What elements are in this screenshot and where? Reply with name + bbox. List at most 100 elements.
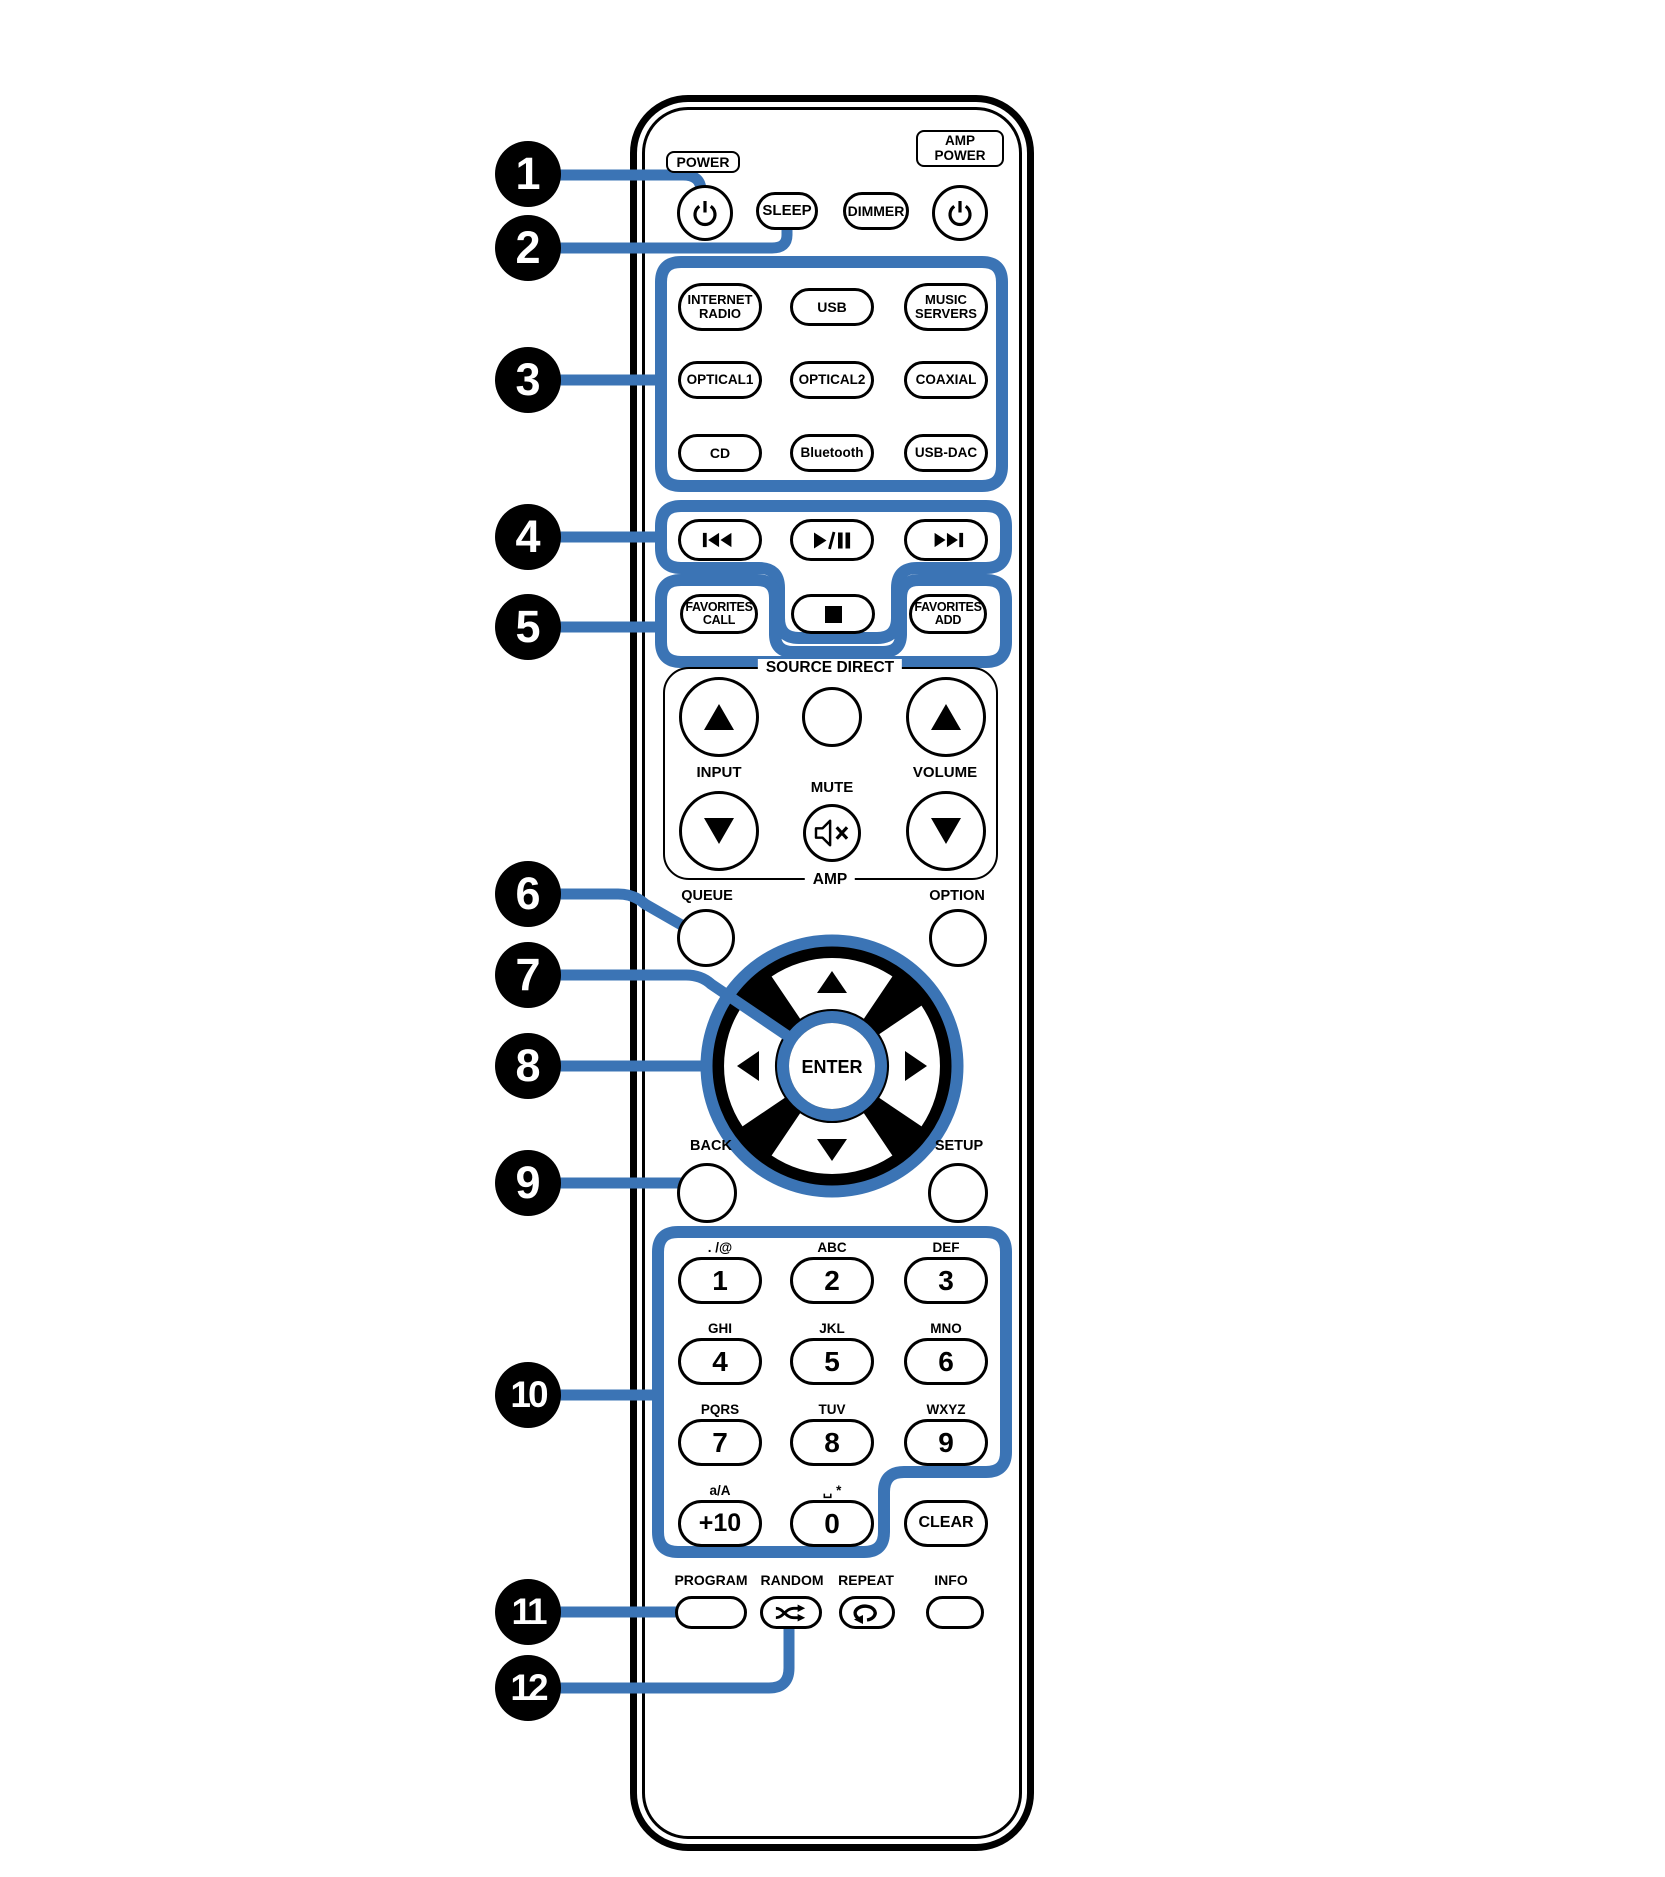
play-pause-icon [814, 531, 851, 549]
skip-forward-button[interactable] [904, 519, 988, 561]
source-cd-button[interactable]: CD [678, 434, 762, 472]
source-direct-button[interactable] [802, 687, 862, 747]
callout-11: 11 [495, 1579, 561, 1645]
callout-line-12 [558, 1626, 795, 1694]
queue-button[interactable] [677, 909, 735, 967]
mute-button[interactable] [803, 804, 861, 862]
key-5-button[interactable]: 5 [790, 1338, 874, 1385]
callout-lines [558, 169, 795, 1694]
power-icon [693, 201, 717, 227]
skip-back-icon [702, 532, 732, 548]
info-label: INFO [934, 1572, 968, 1588]
setup-button[interactable] [928, 1163, 988, 1223]
source-direct-title: SOURCE DIRECT [757, 659, 903, 677]
up-triangle-icon [931, 704, 961, 730]
enter-highlight-ring [777, 1011, 887, 1121]
skip-back-button[interactable] [678, 519, 762, 561]
key-7-button[interactable]: 7 [678, 1419, 762, 1466]
source-optical2-button[interactable]: OPTICAL2 [790, 361, 874, 399]
key-8-letters: TUV [818, 1402, 846, 1417]
callout-2: 2 [495, 215, 561, 281]
key-4-button[interactable]: 4 [678, 1338, 762, 1385]
info-button[interactable] [926, 1596, 984, 1629]
key-5-letters: JKL [819, 1321, 845, 1336]
source-usb-dac-button[interactable]: USB-DAC [904, 434, 988, 472]
callout-3: 3 [495, 347, 561, 413]
power-button[interactable] [677, 185, 733, 241]
enter-button-face[interactable] [789, 1023, 875, 1109]
callout-line-1 [558, 169, 707, 194]
source-usb-button[interactable]: USB [790, 288, 874, 326]
input-down-button[interactable] [679, 791, 759, 871]
mute-icon [814, 819, 849, 847]
input-up-button[interactable] [679, 677, 759, 757]
key-3-button[interactable]: 3 [904, 1257, 988, 1304]
setup-label: SETUP [934, 1138, 984, 1154]
source-internet-radio-button[interactable]: INTERNET RADIO [678, 283, 762, 331]
callout-7: 7 [495, 942, 561, 1008]
queue-label: QUEUE [681, 888, 733, 904]
repeat-button[interactable] [839, 1596, 895, 1629]
callout-1: 1 [495, 141, 561, 207]
sleep-button[interactable]: SLEEP [756, 192, 818, 230]
amp-power-button[interactable] [932, 185, 988, 241]
key-4-letters: GHI [707, 1321, 733, 1336]
clear-button[interactable]: CLEAR [904, 1500, 988, 1547]
key-0-letters: ␣ * [822, 1483, 842, 1498]
input-label: INPUT [696, 764, 742, 781]
callout-12: 12 [495, 1655, 561, 1721]
option-label: OPTION [929, 888, 985, 904]
highlight-keypad [652, 1226, 1012, 1558]
dpad-highlight-ring [700, 934, 964, 1198]
key-2-button[interactable]: 2 [790, 1257, 874, 1304]
program-button[interactable] [675, 1596, 747, 1629]
amp-label: AMP [804, 871, 856, 889]
source-bluetooth-button[interactable]: Bluetooth [790, 434, 874, 472]
key-0-button[interactable]: 0 [790, 1500, 874, 1547]
shuffle-icon [775, 1604, 806, 1621]
key-3-letters: DEF [932, 1240, 960, 1255]
favorites-add-button[interactable]: FAVORITES ADD [909, 594, 987, 634]
highlight-favorites [655, 574, 1012, 668]
callout-10: 10 [495, 1362, 561, 1428]
volume-up-button[interactable] [906, 677, 986, 757]
enter-label: ENTER [801, 1057, 862, 1077]
favorites-call-button[interactable]: FAVORITES CALL [680, 594, 758, 634]
play-pause-button[interactable] [790, 519, 874, 561]
key-2-letters: ABC [817, 1240, 847, 1255]
stop-button[interactable] [791, 594, 875, 634]
callout-line-7 [558, 969, 805, 1050]
down-triangle-icon [931, 818, 961, 844]
key-6-button[interactable]: 6 [904, 1338, 988, 1385]
source-optical1-button[interactable]: OPTICAL1 [678, 361, 762, 399]
volume-label: VOLUME [912, 764, 978, 781]
key-8-button[interactable]: 8 [790, 1419, 874, 1466]
enter-button[interactable]: ENTER [777, 1011, 887, 1121]
source-coaxial-button[interactable]: COAXIAL [904, 361, 988, 399]
up-triangle-icon [704, 704, 734, 730]
random-button[interactable] [760, 1596, 822, 1629]
key-1-button[interactable]: 1 [678, 1257, 762, 1304]
key-7-letters: PQRS [700, 1402, 740, 1417]
key-plus10-button[interactable]: +10 [678, 1500, 762, 1547]
callout-line-6 [558, 888, 695, 936]
option-button[interactable] [929, 909, 987, 967]
back-button[interactable] [677, 1163, 737, 1223]
dimmer-button[interactable]: DIMMER [843, 192, 909, 230]
power-label-box: POWER [666, 151, 740, 173]
source-music-servers-button[interactable]: MUSIC SERVERS [904, 283, 988, 331]
callout-4: 4 [495, 504, 561, 570]
key-9-button[interactable]: 9 [904, 1419, 988, 1466]
repeat-icon [853, 1603, 877, 1624]
key-plus10-letters: a/A [709, 1483, 731, 1498]
dpad: ENTER [558, 934, 964, 1198]
skip-forward-icon [934, 532, 964, 548]
key-9-letters: WXYZ [926, 1402, 966, 1417]
power-icon [948, 201, 972, 227]
callout-5: 5 [495, 594, 561, 660]
callout-line-2 [558, 226, 793, 254]
volume-down-button[interactable] [906, 791, 986, 871]
down-triangle-icon [704, 818, 734, 844]
